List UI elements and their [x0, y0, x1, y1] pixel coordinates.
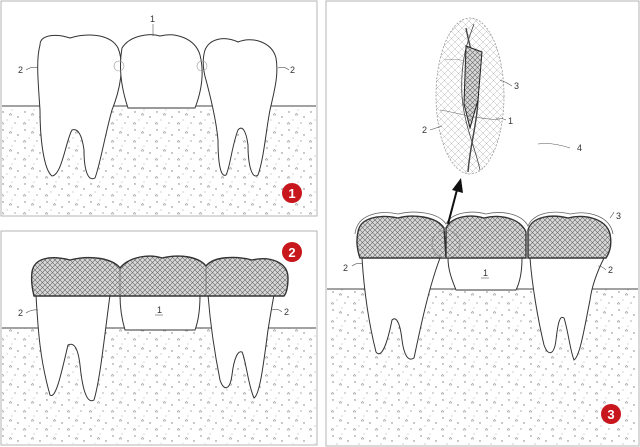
label-tooth-right: 2 — [608, 265, 613, 275]
detail-circle — [431, 229, 461, 259]
label-tooth-left: 2 — [18, 65, 23, 75]
tooth-left — [37, 34, 122, 180]
coating-outline — [354, 211, 614, 235]
step-badge-1-text: 1 — [288, 186, 295, 201]
panel-3: 3 1 2 4 1 3 2 2 3 — [325, 0, 640, 447]
coating-crowns — [30, 255, 289, 297]
tooth-right — [202, 38, 278, 177]
step-badge-1 — [282, 183, 302, 203]
panel-2: 1 2 2 2 — [0, 230, 318, 446]
label-detail-tooth: 2 — [422, 125, 427, 135]
crown-middle-hatched — [445, 215, 527, 259]
label-detail-crown: 1 — [508, 116, 513, 126]
label-detail-coating: 3 — [514, 81, 519, 91]
crown-left-hatched — [356, 215, 447, 259]
crown-right-hatched — [527, 215, 612, 259]
label-coating: 3 — [616, 211, 621, 221]
label-tooth-right: 2 — [284, 307, 289, 317]
step-badge-3-text: 3 — [607, 407, 614, 422]
tooth-right-root — [207, 294, 275, 399]
crown-middle-base — [119, 294, 201, 331]
zoom-arrow — [447, 185, 459, 225]
label-crown: 1 — [150, 14, 155, 24]
label-tooth-left: 2 — [343, 263, 348, 273]
step-badge-2-text: 2 — [288, 245, 295, 260]
step-badge-2 — [282, 242, 302, 262]
crown-middle — [119, 34, 203, 109]
label-detail-gap: 4 — [577, 143, 582, 153]
crown-middle-base — [447, 257, 523, 291]
tooth-left-root — [35, 294, 111, 402]
label-crown: 1 — [157, 305, 162, 315]
tooth-left-root — [361, 257, 441, 360]
label-crown: 1 — [483, 268, 488, 278]
panel-1: 1 2 2 1 — [0, 0, 318, 217]
tooth-right-root — [529, 257, 605, 361]
step-badge-3 — [601, 404, 621, 424]
label-tooth-right: 2 — [290, 65, 295, 75]
detail-enlargement — [435, 17, 505, 175]
label-tooth-left: 2 — [18, 308, 23, 318]
